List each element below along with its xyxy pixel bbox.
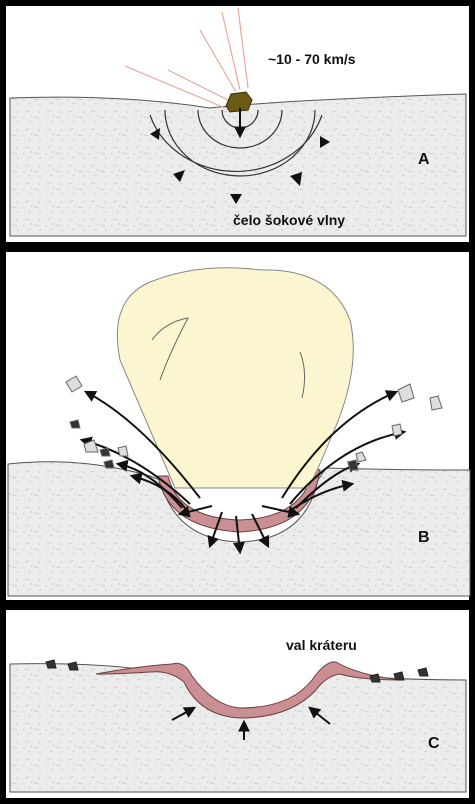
shock-front-label: čelo šokové vlny	[233, 212, 345, 228]
panel-b: B	[6, 252, 470, 600]
panel-c: val kráteru C	[6, 610, 469, 798]
velocity-label: ~10 - 70 km/s	[268, 51, 356, 67]
panel-b-letter: B	[418, 529, 430, 546]
panel-a-letter: A	[418, 151, 430, 168]
crater-rim-label: val kráteru	[286, 637, 357, 653]
panel-c-letter: C	[428, 735, 440, 752]
panel-a: ~10 - 70 km/s čelo šokové vlny A	[6, 6, 469, 242]
